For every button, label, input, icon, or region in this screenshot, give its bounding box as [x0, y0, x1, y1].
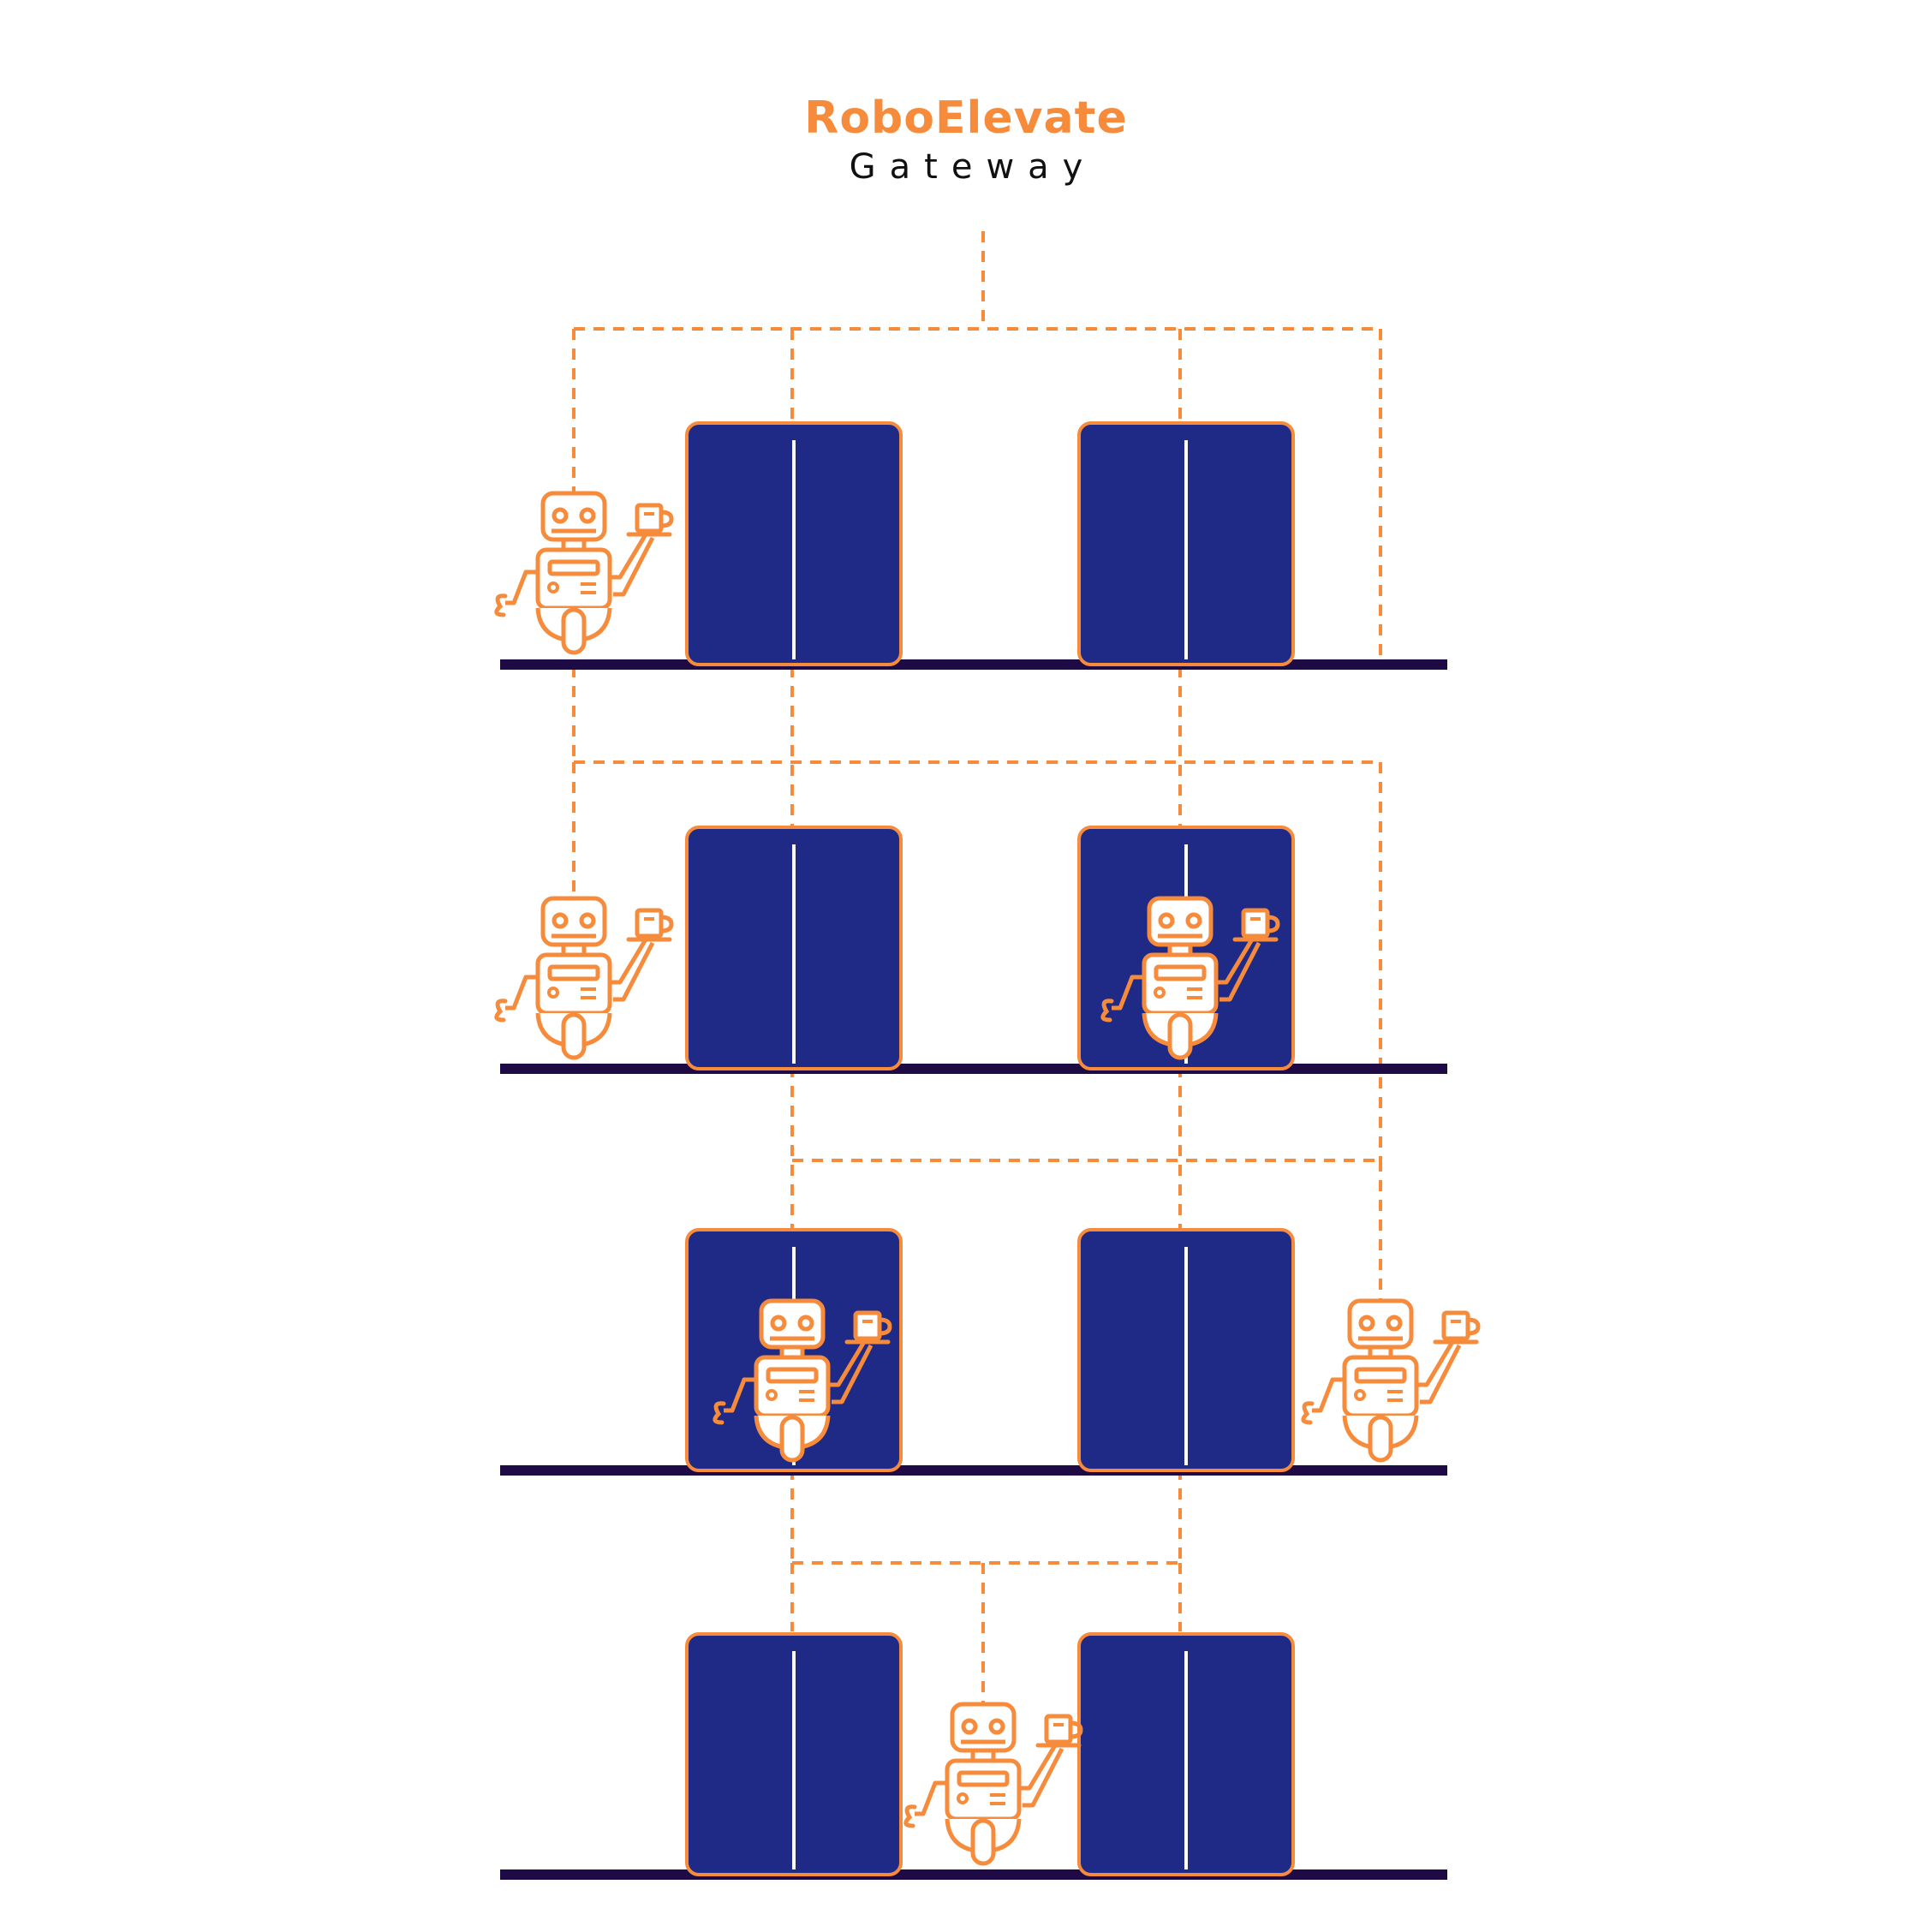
- elevator-4-2-icon: [1077, 1632, 1295, 1876]
- elevator-1-1-icon: [685, 421, 903, 666]
- elevators-layer: [685, 421, 1295, 1876]
- robot-6-icon: [906, 1704, 1081, 1863]
- elevator-3-2-icon: [1077, 1228, 1295, 1472]
- robot-5-icon: [1303, 1301, 1478, 1460]
- floors-layer: [500, 659, 1447, 1880]
- elevator-2-1-icon: [685, 826, 903, 1070]
- robots-layer: [497, 493, 1478, 1863]
- floor-line-3: [500, 1465, 1447, 1476]
- brand-title: RoboElevate: [804, 92, 1128, 144]
- floor-line-1: [500, 659, 1447, 670]
- floor-line-2: [500, 1064, 1447, 1074]
- elevator-4-1-icon: [685, 1632, 903, 1876]
- floor-line-4: [500, 1869, 1447, 1880]
- robot-2-icon: [497, 898, 671, 1058]
- elevator-1-2-icon: [1077, 421, 1295, 666]
- robot-1-icon: [497, 493, 671, 653]
- brand-subtitle: Gateway: [849, 147, 1097, 187]
- gateway-connections: [572, 231, 1382, 1726]
